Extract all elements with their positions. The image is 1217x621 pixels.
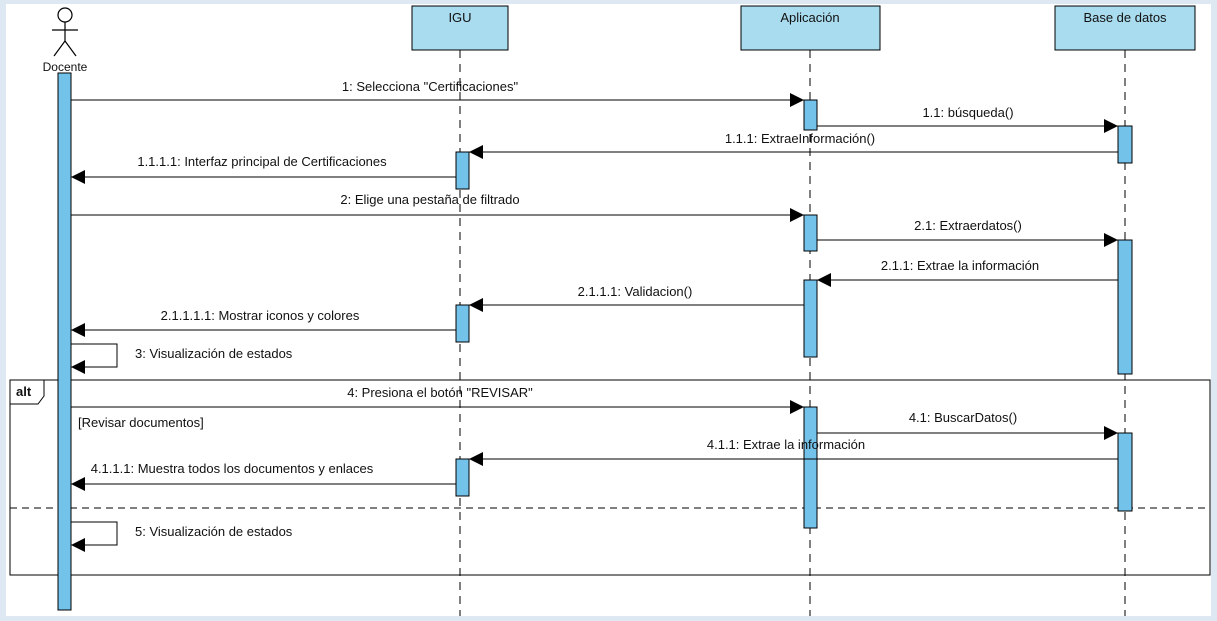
message-4: 4: Presiona el botón "REVISAR" (71, 385, 804, 414)
participant-igu: IGU (411, 5, 509, 51)
message-2-1-1-1-label: 2.1.1.1: Validacion() (578, 284, 693, 299)
frame-border-left (0, 0, 6, 616)
stick-figure-actor-icon (52, 7, 78, 57)
activation-aplicacion-4 (803, 406, 818, 529)
message-3-label: 3: Visualización de estados (135, 346, 293, 361)
alt-guard-label: [Revisar documentos] (78, 415, 204, 430)
activation-igu-1 (455, 151, 470, 190)
message-4-1: 4.1: BuscarDatos() (817, 410, 1118, 440)
activation-base-datos-2 (1117, 239, 1133, 375)
activation-igu-2 (455, 304, 470, 343)
message-1-1-1: 1.1.1: ExtraeInformación() (469, 131, 1118, 159)
message-3-self: 3: Visualización de estados (71, 343, 293, 374)
message-2-1-1: 2.1.1: Extrae la información (817, 258, 1118, 287)
activation-base-datos-3 (1117, 432, 1133, 512)
actor-name: Docente (43, 60, 88, 74)
message-2-1-1-1-1: 2.1.1.1.1: Mostrar iconos y colores (71, 308, 456, 337)
message-2-1-1-label: 2.1.1: Extrae la información (881, 258, 1039, 273)
participant-igu-name: IGU (448, 10, 471, 25)
message-2: 2: Elige una pestaña de filtrado (71, 192, 804, 222)
activation-docente (57, 72, 72, 611)
message-2-1-1-1: 2.1.1.1: Validacion() (469, 284, 804, 312)
message-2-1-1-1-1-label: 2.1.1.1.1: Mostrar iconos y colores (161, 308, 360, 323)
message-1-1: 1.1: búsqueda() (817, 105, 1118, 133)
activation-aplicacion-2 (803, 214, 818, 252)
participant-aplicacion-name: Aplicación (780, 10, 839, 25)
message-5-self: 5: Visualización de estados (71, 521, 293, 552)
message-4-1-1-1-label: 4.1.1.1: Muestra todos los documentos y … (91, 461, 374, 476)
message-4-1-1-1: 4.1.1.1: Muestra todos los documentos y … (71, 461, 456, 491)
frame-border-right (1211, 0, 1217, 616)
message-4-1-1: 4.1.1: Extrae la información (469, 437, 1118, 466)
message-2-label: 2: Elige una pestaña de filtrado (340, 192, 519, 207)
participant-base-de-datos: Base de datos (1054, 5, 1196, 51)
message-1-label: 1: Selecciona "Certificaciones" (342, 79, 519, 94)
message-4-label: 4: Presiona el botón "REVISAR" (347, 385, 533, 400)
message-1-1-label: 1.1: búsqueda() (922, 105, 1013, 120)
activation-base-datos-1 (1117, 125, 1133, 164)
message-2-1: 2.1: Extraerdatos() (817, 218, 1118, 247)
message-1-1-1-1: 1.1.1.1: Interfaz principal de Certifica… (71, 154, 456, 184)
message-4-1-label: 4.1: BuscarDatos() (909, 410, 1017, 425)
actor-docente: Docente (43, 7, 88, 74)
message-2-1-label: 2.1: Extraerdatos() (914, 218, 1022, 233)
message-1: 1: Selecciona "Certificaciones" (71, 79, 804, 107)
message-5-label: 5: Visualización de estados (135, 524, 293, 539)
participant-base-de-datos-name: Base de datos (1083, 10, 1167, 25)
message-1-1-1-1-label: 1.1.1.1: Interfaz principal de Certifica… (137, 154, 387, 169)
activation-aplicacion-3 (803, 279, 818, 358)
participant-aplicacion: Aplicación (740, 5, 881, 51)
activation-igu-3 (455, 458, 470, 497)
message-4-1-1-label: 4.1.1: Extrae la información (707, 437, 865, 452)
alt-fragment: alt [Revisar documentos] (9, 379, 1211, 576)
frame-border-top (0, 0, 1217, 4)
alt-operator-label: alt (16, 384, 32, 399)
activation-aplicacion-1 (803, 99, 818, 131)
message-1-1-1-label: 1.1.1: ExtraeInformación() (725, 131, 875, 146)
